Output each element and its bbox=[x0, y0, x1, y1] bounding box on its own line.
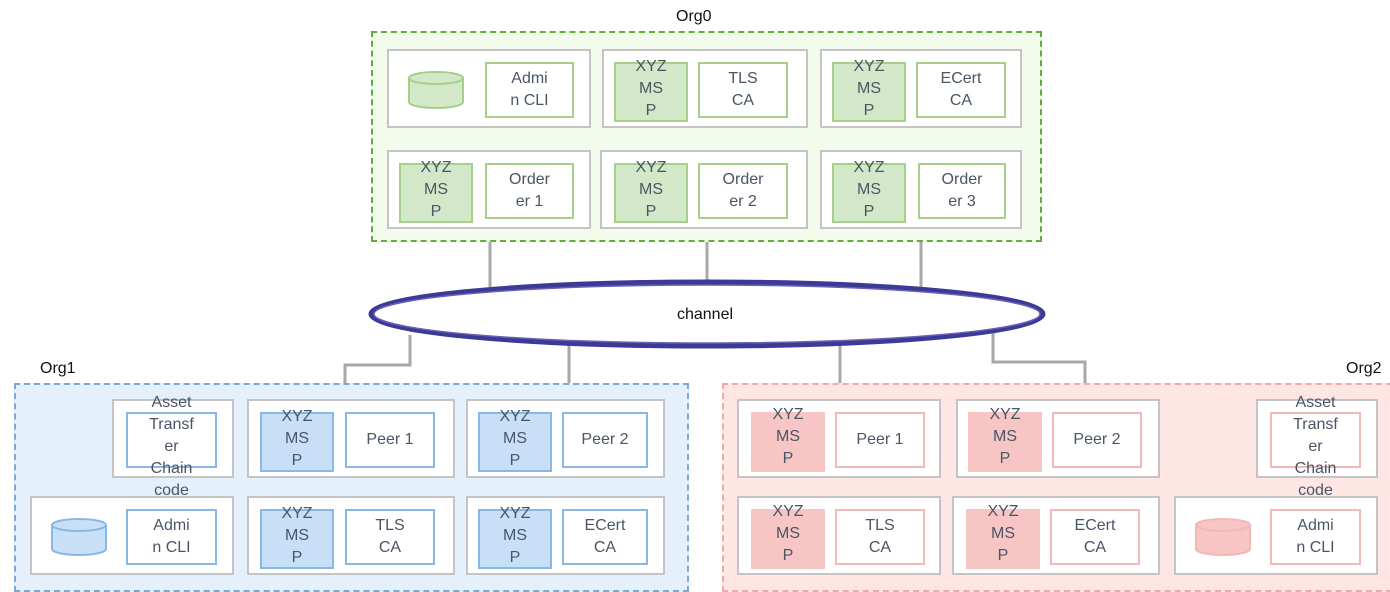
org1-chaincode-label: Asset Transf er Chain code bbox=[149, 394, 194, 499]
org1-chaincode: Asset Transf er Chain code bbox=[126, 394, 217, 499]
msp-label: XYZ MS P bbox=[772, 503, 804, 564]
org1-peer1-node[interactable]: XYZ MS P Peer 1 bbox=[247, 399, 455, 478]
msp-label: XYZ MS P bbox=[281, 505, 313, 566]
org0-orderer3: Order er 3 bbox=[918, 163, 1006, 219]
org2-chaincode: Asset Transf er Chain code bbox=[1270, 394, 1361, 499]
msp-badge: XYZ MS P bbox=[751, 406, 825, 472]
channel-label: channel bbox=[676, 306, 734, 323]
msp-label: XYZ MS P bbox=[635, 159, 667, 220]
org1-peer1: Peer 1 bbox=[345, 412, 435, 468]
org2-peer1-node[interactable]: XYZ MS P Peer 1 bbox=[737, 399, 941, 478]
msp-badge: XYZ MS P bbox=[614, 58, 688, 122]
org2-chaincode-node[interactable]: Asset Transf er Chain code bbox=[1256, 394, 1378, 499]
org1-ecert-ca-node[interactable]: XYZ MS P ECert CA bbox=[466, 496, 665, 575]
org1-admin-node[interactable]: Admi n CLI bbox=[30, 496, 234, 575]
org1-peer2: Peer 2 bbox=[562, 412, 648, 468]
msp-badge: XYZ MS P bbox=[260, 408, 334, 472]
msp-badge: XYZ MS P bbox=[614, 159, 688, 223]
org0-orderer2: Order er 2 bbox=[698, 163, 788, 219]
org0-orderer1-node[interactable]: XYZ MS P Order er 1 bbox=[387, 150, 591, 229]
wire-org2-peer2-channel bbox=[991, 330, 1087, 401]
org0-orderer3-node[interactable]: XYZ MS P Order er 3 bbox=[820, 150, 1022, 229]
channel-ellipse bbox=[368, 279, 1046, 349]
org1-tls-ca-node[interactable]: XYZ MS P TLS CA bbox=[247, 496, 455, 575]
msp-label: XYZ MS P bbox=[420, 159, 452, 220]
org2-peer1: Peer 1 bbox=[835, 412, 925, 468]
msp-badge: XYZ MS P bbox=[968, 406, 1042, 472]
org2-ecert-ca: ECert CA bbox=[1050, 509, 1140, 565]
org2-label: Org2 bbox=[1346, 360, 1382, 377]
org0-ecert-ca-node[interactable]: XYZ MS P ECert CA bbox=[820, 49, 1022, 128]
msp-badge: XYZ MS P bbox=[478, 505, 552, 569]
org0-admin-node[interactable]: Admi n CLI bbox=[387, 49, 591, 128]
org0-label: Org0 bbox=[676, 8, 712, 25]
msp-badge: XYZ MS P bbox=[832, 159, 906, 223]
org1-chaincode-node[interactable]: Asset Transf er Chain code bbox=[112, 394, 234, 499]
msp-label: XYZ MS P bbox=[772, 406, 804, 467]
org2-ecert-ca-node[interactable]: XYZ MS P ECert CA bbox=[952, 496, 1160, 575]
org1-label: Org1 bbox=[40, 360, 76, 377]
org2-tls-ca: TLS CA bbox=[835, 509, 925, 565]
msp-badge: XYZ MS P bbox=[751, 503, 825, 569]
msp-label: XYZ MS P bbox=[499, 505, 531, 566]
org0-tls-ca-node[interactable]: XYZ MS P TLS CA bbox=[602, 49, 808, 128]
org0-ecert-ca: ECert CA bbox=[916, 62, 1006, 118]
database-icon bbox=[51, 518, 107, 556]
org0-orderer1: Order er 1 bbox=[485, 163, 574, 219]
msp-label: XYZ MS P bbox=[281, 408, 313, 469]
msp-badge: XYZ MS P bbox=[966, 503, 1040, 569]
org2-tls-ca-node[interactable]: XYZ MS P TLS CA bbox=[737, 496, 941, 575]
org2-peer2-node[interactable]: XYZ MS P Peer 2 bbox=[956, 399, 1160, 478]
org2-peer2: Peer 2 bbox=[1052, 412, 1142, 468]
org0-admin-cli: Admi n CLI bbox=[485, 62, 574, 118]
org2-chaincode-label: Asset Transf er Chain code bbox=[1293, 394, 1338, 499]
database-icon bbox=[408, 71, 464, 109]
org0-orderer2-node[interactable]: XYZ MS P Order er 2 bbox=[600, 150, 808, 229]
msp-label: XYZ MS P bbox=[989, 406, 1021, 467]
msp-label: XYZ MS P bbox=[987, 503, 1019, 564]
msp-badge: XYZ MS P bbox=[260, 505, 334, 569]
org2-admin-cli: Admi n CLI bbox=[1270, 509, 1361, 565]
msp-badge: XYZ MS P bbox=[832, 58, 906, 122]
msp-label: XYZ MS P bbox=[853, 159, 885, 220]
msp-badge: XYZ MS P bbox=[478, 408, 552, 472]
org1-admin-cli: Admi n CLI bbox=[126, 509, 217, 565]
msp-badge: XYZ MS P bbox=[399, 159, 473, 223]
org1-tls-ca: TLS CA bbox=[345, 509, 435, 565]
org1-peer2-node[interactable]: XYZ MS P Peer 2 bbox=[466, 399, 665, 478]
org1-ecert-ca: ECert CA bbox=[562, 509, 648, 565]
database-icon bbox=[1195, 518, 1251, 556]
org0-tls-ca: TLS CA bbox=[698, 62, 788, 118]
msp-label: XYZ MS P bbox=[635, 58, 667, 119]
msp-label: XYZ MS P bbox=[853, 58, 885, 119]
msp-label: XYZ MS P bbox=[499, 408, 531, 469]
org2-admin-node[interactable]: Admi n CLI bbox=[1174, 496, 1378, 575]
